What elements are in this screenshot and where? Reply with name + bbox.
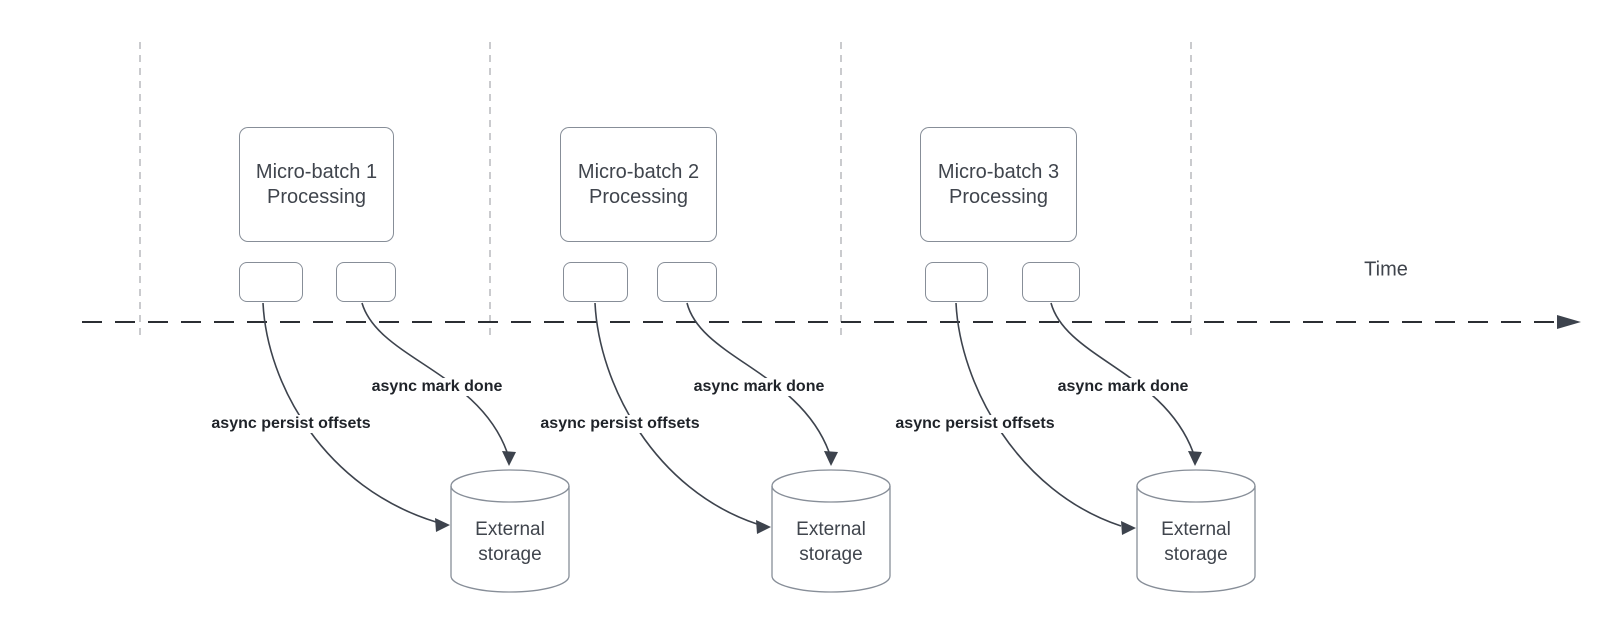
micro-batch-3-processing-box: Micro-batch 3 Processing bbox=[920, 127, 1077, 242]
batch-2-task-box-right bbox=[657, 262, 717, 302]
storage-cylinder-3-rim bbox=[1136, 485, 1256, 503]
batch-2-persist-offsets-label: async persist offsets bbox=[537, 415, 703, 433]
storage-2-label: External storage bbox=[796, 517, 866, 567]
batch-3-persist-offsets-label: async persist offsets bbox=[892, 415, 1058, 433]
micro-batch-1-title-line2: Processing bbox=[267, 185, 366, 208]
batch-1-task-box-right bbox=[336, 262, 396, 302]
storage-3-label-line2: storage bbox=[1164, 544, 1228, 565]
micro-batch-2-processing-box: Micro-batch 2 Processing bbox=[560, 127, 717, 242]
micro-batch-2-title-line2: Processing bbox=[589, 185, 688, 208]
batch-1-mark-done-arrow bbox=[361, 302, 508, 453]
batch-3-mark-done-arrow bbox=[1050, 302, 1194, 453]
time-axis-label: Time bbox=[1364, 258, 1408, 281]
batch-1-done-arrowhead-icon bbox=[502, 451, 516, 466]
batch-3-task-box-right bbox=[1022, 262, 1080, 302]
batch-2-persist-arrowhead-icon bbox=[756, 520, 771, 534]
batch-1-task-box-left bbox=[239, 262, 303, 302]
micro-batch-2-title-line1: Micro-batch 2 bbox=[577, 160, 700, 183]
micro-batch-1-title-line1: Micro-batch 1 bbox=[255, 160, 378, 183]
micro-batch-3-title-line2: Processing bbox=[949, 185, 1048, 208]
micro-batch-3-title-line1: Micro-batch 3 bbox=[937, 160, 1060, 183]
storage-cylinder-1-rim bbox=[450, 485, 570, 503]
batch-3-task-box-left bbox=[925, 262, 988, 302]
storage-2-label-line1: External bbox=[796, 519, 866, 540]
batch-2-mark-done-label: async mark done bbox=[690, 378, 828, 396]
batch-1-persist-arrowhead-icon bbox=[435, 518, 450, 532]
batch-2-mark-done-arrow bbox=[686, 302, 830, 453]
micro-batch-1-processing-box: Micro-batch 1 Processing bbox=[239, 127, 394, 242]
storage-1-label-line1: External bbox=[475, 519, 545, 540]
batch-3-persist-arrowhead-icon bbox=[1121, 521, 1136, 535]
time-axis-arrowhead-icon bbox=[1557, 315, 1581, 329]
batch-1-mark-done-label: async mark done bbox=[368, 378, 506, 396]
batch-2-task-box-left bbox=[563, 262, 628, 302]
storage-1-label: External storage bbox=[475, 517, 545, 567]
storage-cylinder-2-rim bbox=[771, 485, 891, 503]
storage-3-label: External storage bbox=[1161, 517, 1231, 567]
batch-3-done-arrowhead-icon bbox=[1188, 451, 1202, 466]
batch-2-done-arrowhead-icon bbox=[824, 451, 838, 466]
storage-1-label-line2: storage bbox=[478, 544, 542, 565]
storage-2-label-line2: storage bbox=[799, 544, 863, 565]
batch-1-persist-offsets-label: async persist offsets bbox=[208, 415, 374, 433]
storage-3-label-line1: External bbox=[1161, 519, 1231, 540]
batch-1-persist-offsets-arrow bbox=[262, 302, 437, 523]
batch-2-persist-offsets-arrow bbox=[594, 302, 758, 525]
batch-3-mark-done-label: async mark done bbox=[1054, 378, 1192, 396]
